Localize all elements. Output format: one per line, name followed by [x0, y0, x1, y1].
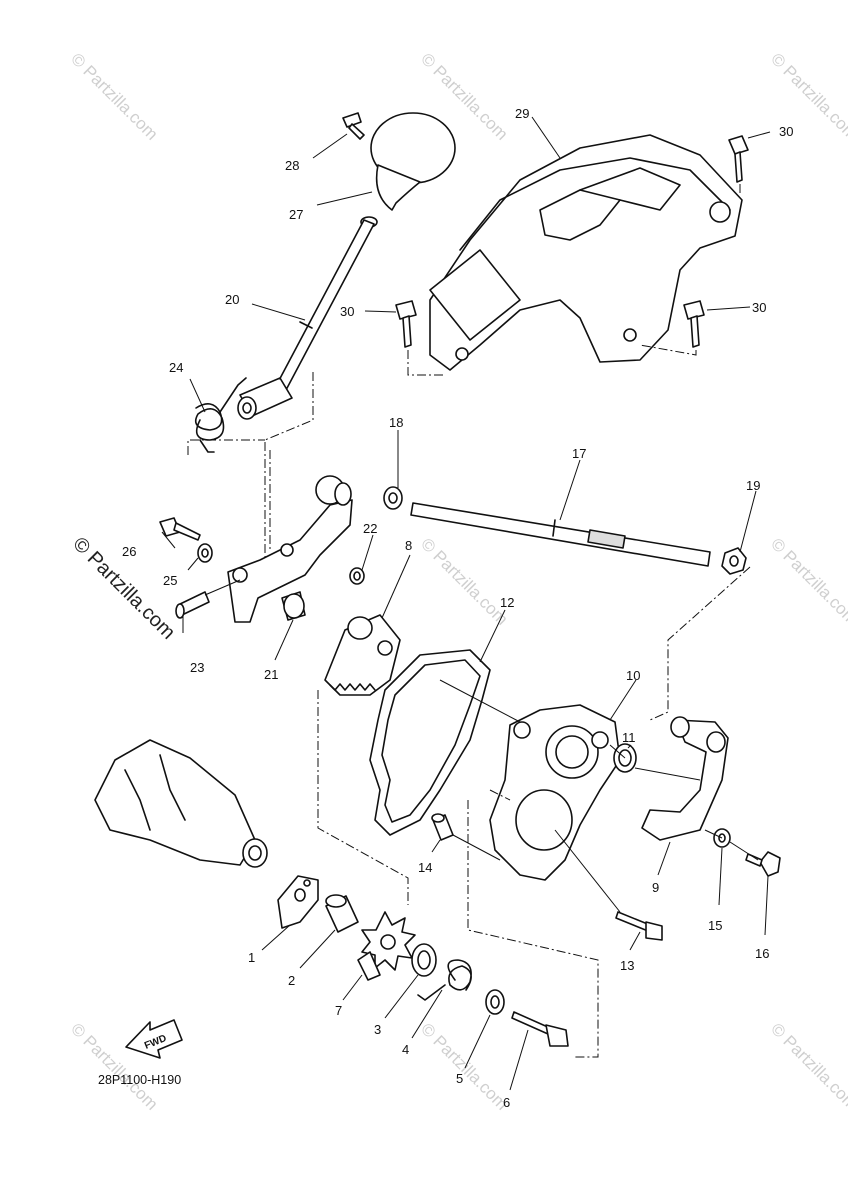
callout-13: 13: [620, 958, 634, 973]
callout-28: 28: [285, 158, 299, 173]
callout-11: 11: [622, 730, 636, 745]
part-14-dowel: [431, 813, 454, 841]
callout-25: 25: [163, 573, 177, 588]
part-30-bolt-c: [683, 300, 705, 348]
callout-17: 17: [572, 446, 586, 461]
diagram-code: 28P1100-H190: [98, 1073, 181, 1087]
callout-7: 7: [335, 1003, 342, 1018]
part-4-spring: [417, 959, 472, 1001]
callout-26: 26: [122, 544, 136, 559]
callout-19: 19: [746, 478, 760, 493]
callout-15: 15: [708, 918, 722, 933]
watermark-4: © Partzilla.com: [417, 534, 511, 628]
part-30-bolt-b: [395, 300, 417, 348]
callouts: 1 2 3 4 5 6 7 8 9 10 11 12 13 14 15 16 1…: [122, 106, 793, 1110]
part-13-bolt: [615, 911, 663, 941]
watermark-1: © Partzilla.com: [67, 49, 161, 143]
shift-drum: [94, 739, 268, 868]
callout-21: 21: [264, 667, 278, 682]
part-21-shift-arm: [227, 475, 353, 623]
part-3-washer: [411, 943, 437, 977]
part-26-bolt: [159, 517, 201, 541]
callout-10: 10: [626, 668, 640, 683]
part-9-bracket: [641, 716, 729, 841]
part-28-screw: [342, 112, 365, 140]
part-8-segment: [324, 614, 401, 696]
part-22-clip: [349, 567, 365, 585]
guide-23: [204, 579, 241, 596]
callout-12: 12: [500, 595, 514, 610]
callout-20: 20: [225, 292, 239, 307]
callout-1: 1: [248, 950, 255, 965]
part-16-bolt: [745, 851, 781, 877]
guide-30b: [407, 350, 445, 376]
callout-2: 2: [288, 973, 295, 988]
part-23-pin: [175, 591, 210, 619]
callout-3: 3: [374, 1022, 381, 1037]
leader-lines: [161, 116, 771, 1091]
callout-29: 29: [515, 106, 529, 121]
part-2-collar: [325, 894, 359, 933]
part-20-shift-lever: [237, 219, 375, 420]
watermark-5: © Partzilla.com: [767, 534, 848, 628]
callout-30a: 30: [779, 124, 793, 139]
callout-4: 4: [402, 1042, 409, 1057]
callout-30b: 30: [340, 304, 354, 319]
guide-30c: [639, 344, 697, 356]
part-18-bushing: [383, 486, 403, 510]
part-19-nut: [721, 547, 747, 575]
part-27-knob: [360, 112, 456, 228]
callout-22: 22: [363, 521, 377, 536]
callout-30c: 30: [752, 300, 766, 315]
callout-9: 9: [652, 880, 659, 895]
callout-18: 18: [389, 415, 403, 430]
fwd-arrow-icon: FWD: [125, 1019, 183, 1059]
part-7-star: [357, 911, 416, 981]
part-10-cover: [489, 704, 621, 881]
callout-27: 27: [289, 207, 303, 222]
callout-16: 16: [755, 946, 769, 961]
callout-24: 24: [169, 360, 183, 375]
part-30-bolt-a: [728, 135, 749, 183]
part-24-spring: [194, 377, 247, 453]
part-1-plate: [277, 875, 319, 929]
callout-23: 23: [190, 660, 204, 675]
watermark-8: © Partzilla.com: [767, 1019, 848, 1113]
part-17-rod: [410, 502, 711, 567]
callout-6: 6: [503, 1095, 510, 1110]
part-29-shift-cover: [429, 134, 743, 371]
callout-8: 8: [405, 538, 412, 553]
part-6-bolt: [511, 1011, 569, 1047]
watermark-7: © Partzilla.com: [417, 1019, 511, 1113]
part-25-washer: [197, 543, 213, 563]
part-12-gasket: [369, 649, 491, 836]
guide-lines-right: [317, 566, 759, 1058]
guide-lines-left: [187, 372, 314, 560]
callout-14: 14: [418, 860, 432, 875]
part-5-washer: [485, 989, 505, 1015]
callout-5: 5: [456, 1071, 463, 1086]
